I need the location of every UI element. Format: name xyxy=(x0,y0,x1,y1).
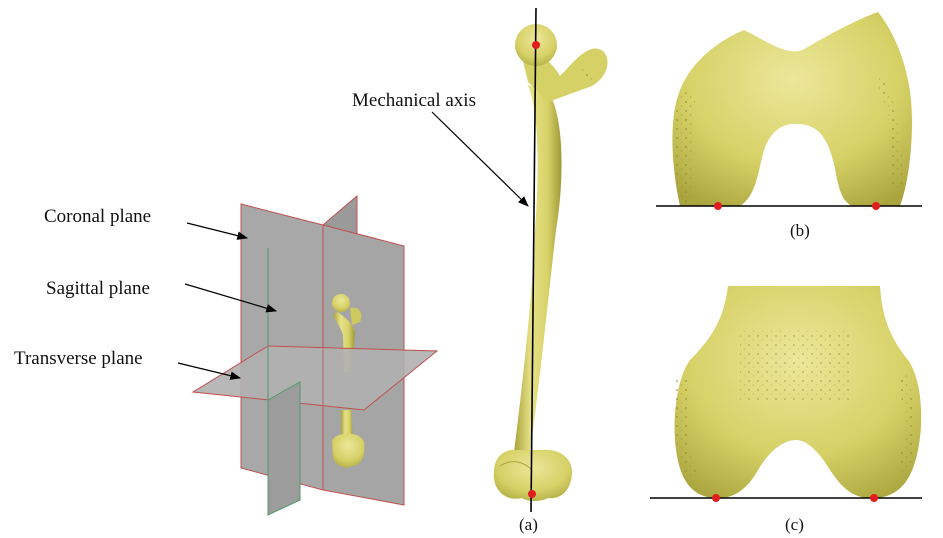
distal-femur-view-b xyxy=(672,12,912,206)
coronal-plane-arrow xyxy=(187,223,247,238)
anatomical-planes-diagram xyxy=(193,196,437,515)
mechanical-axis-label: Mechanical axis xyxy=(352,90,476,111)
femur-anterior-view xyxy=(494,24,608,501)
transverse-plane-label: Transverse plane xyxy=(14,348,143,369)
sagittal-plane-lower xyxy=(268,382,300,515)
panel-b-caption: (b) xyxy=(790,221,810,240)
lateral-landmark-b xyxy=(872,202,880,210)
medial-landmark-c xyxy=(712,494,720,502)
distal-femur-view-c xyxy=(674,286,922,498)
lateral-landmark-c xyxy=(870,494,878,502)
panel-a-caption: (a) xyxy=(519,515,538,534)
panel-c-caption: (c) xyxy=(785,515,804,534)
coronal-plane-label: Coronal plane xyxy=(44,206,151,227)
medial-landmark-b xyxy=(714,202,722,210)
knee-center-landmark xyxy=(528,490,536,498)
sagittal-plane-label: Sagittal plane xyxy=(46,278,150,299)
mechanical-axis-arrow xyxy=(432,112,528,206)
hip-center-landmark xyxy=(532,41,540,49)
